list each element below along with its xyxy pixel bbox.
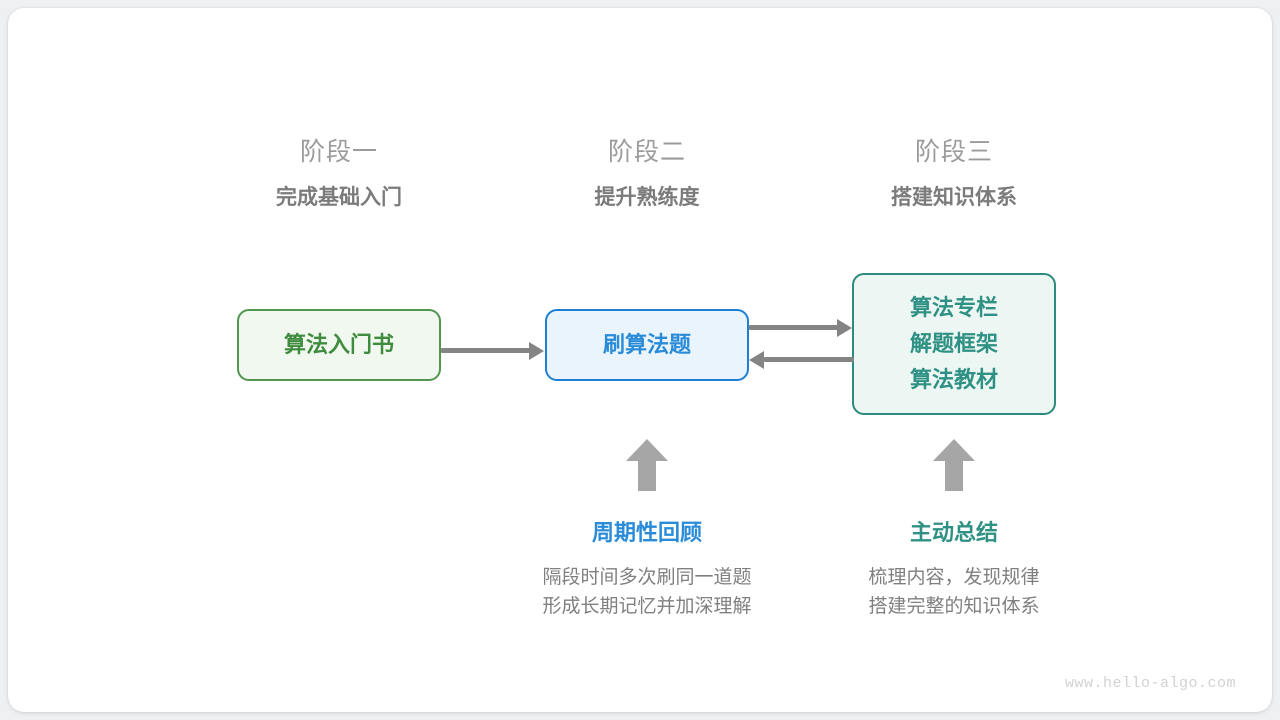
stage-name-1: 阶段一 bbox=[299, 138, 378, 166]
node-knowledge-line-1: 算法专栏 bbox=[909, 295, 998, 320]
note-desc-line-1: 梳理内容，发现规律 bbox=[868, 567, 1040, 588]
node-intro-book-label: 算法入门书 bbox=[283, 332, 394, 357]
stage-name-2: 阶段二 bbox=[607, 138, 686, 166]
watermark-url: www.hello-algo.com bbox=[1064, 675, 1236, 692]
arrow-shaft bbox=[764, 357, 854, 362]
stage-header-1: 阶段一 完成基础入门 bbox=[209, 135, 469, 214]
node-intro-book[interactable]: 算法入门书 bbox=[237, 309, 441, 381]
up-arrow-active-summary-icon bbox=[933, 439, 975, 491]
arrow-shaft bbox=[945, 459, 963, 491]
stage-subtitle-1: 完成基础入门 bbox=[276, 186, 402, 209]
arrow-knowledge-to-practice bbox=[749, 351, 854, 369]
note-desc-line-2: 搭建完整的知识体系 bbox=[868, 596, 1040, 617]
node-practice-problems[interactable]: 刷算法题 bbox=[545, 309, 749, 381]
diagram-card: 阶段一 完成基础入门 阶段二 提升熟练度 阶段三 搭建知识体系 算法入门书 刷算… bbox=[8, 8, 1272, 712]
arrow-shaft bbox=[441, 348, 531, 353]
arrow-shaft bbox=[749, 325, 839, 330]
note-periodic-review-desc: 隔段时间多次刷同一道题 形成长期记忆并加深理解 bbox=[497, 563, 797, 621]
arrow-head-right-icon bbox=[837, 319, 852, 337]
arrow-practice-to-knowledge bbox=[749, 319, 854, 337]
stage-name-3: 阶段三 bbox=[914, 138, 993, 166]
stage-subtitle-2: 提升熟练度 bbox=[594, 186, 700, 209]
arrow-head-up bbox=[626, 439, 668, 461]
up-arrow-periodic-review-icon bbox=[626, 439, 668, 491]
stage-header-2: 阶段二 提升熟练度 bbox=[517, 135, 777, 214]
note-active-summary-desc: 梳理内容，发现规律 搭建完整的知识体系 bbox=[804, 563, 1104, 621]
note-periodic-review-title: 周期性回顾 bbox=[591, 520, 702, 545]
node-knowledge-resources[interactable]: 算法专栏 解题框架 算法教材 bbox=[852, 273, 1056, 415]
arrow-shaft bbox=[638, 459, 656, 491]
stage-subtitle-3: 搭建知识体系 bbox=[891, 186, 1017, 209]
arrow-head-right-icon bbox=[529, 342, 544, 360]
note-desc-line-2: 形成长期记忆并加深理解 bbox=[542, 596, 752, 617]
arrow-head-up bbox=[933, 439, 975, 461]
arrow-book-to-practice bbox=[441, 342, 545, 360]
node-knowledge-line-2: 解题框架 bbox=[909, 331, 998, 356]
note-active-summary: 主动总结 梳理内容，发现规律 搭建完整的知识体系 bbox=[804, 518, 1104, 621]
stage-header-3: 阶段三 搭建知识体系 bbox=[824, 135, 1084, 214]
note-active-summary-title: 主动总结 bbox=[909, 520, 998, 545]
arrow-head-left-icon bbox=[749, 351, 764, 369]
node-knowledge-line-3: 算法教材 bbox=[909, 367, 998, 392]
note-periodic-review: 周期性回顾 隔段时间多次刷同一道题 形成长期记忆并加深理解 bbox=[497, 518, 797, 621]
node-practice-problems-label: 刷算法题 bbox=[602, 332, 691, 357]
note-desc-line-1: 隔段时间多次刷同一道题 bbox=[542, 567, 752, 588]
